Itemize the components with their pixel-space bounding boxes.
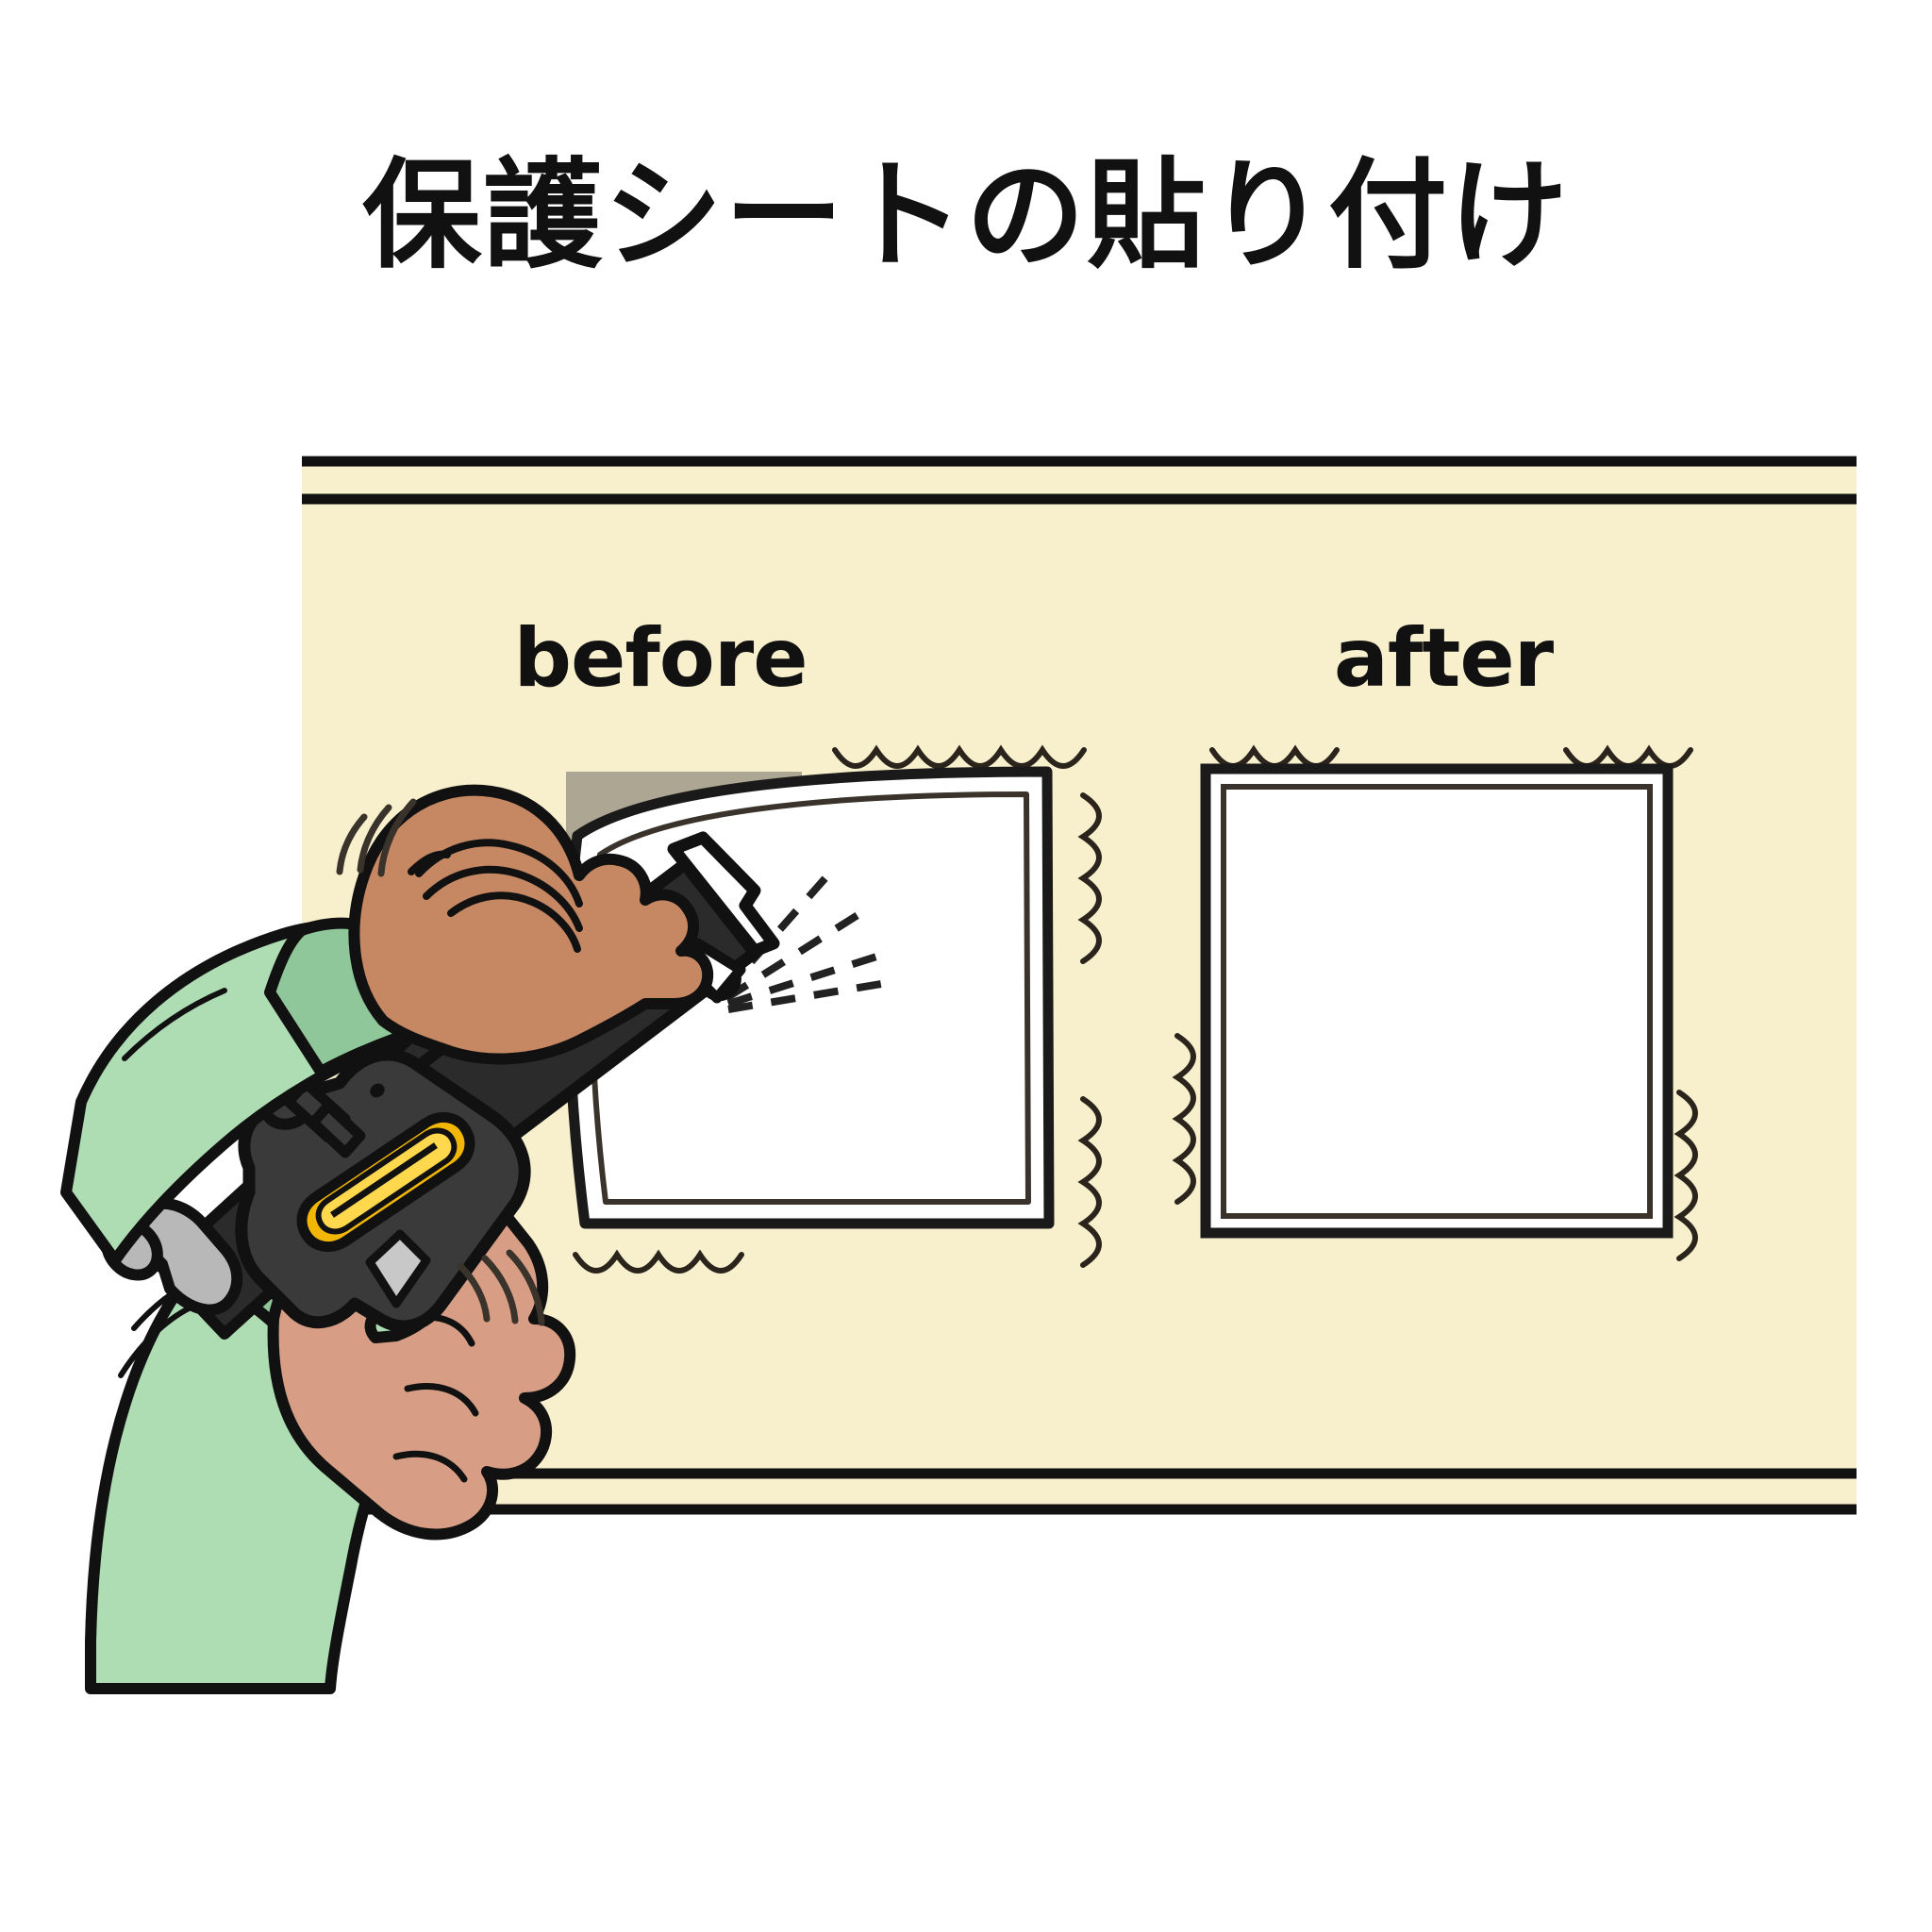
spray-gun bbox=[101, 831, 780, 1340]
gun-label-stripe bbox=[330, 1142, 438, 1218]
sleeve-fold-line bbox=[118, 1303, 197, 1378]
gun-nozzle-cone bbox=[667, 831, 780, 958]
before-sparkle-icons bbox=[573, 744, 1102, 1274]
gun-vent-hole bbox=[370, 1083, 385, 1098]
finger-crease bbox=[404, 1383, 479, 1417]
spray-dashes-icon bbox=[720, 870, 899, 1013]
knuckle-crease bbox=[447, 891, 581, 953]
sparkle-wave-icon bbox=[1674, 1090, 1698, 1261]
page-title: 保護シートの貼り付け bbox=[362, 146, 1570, 285]
knuckle-crease bbox=[423, 865, 583, 932]
gun-trigger bbox=[365, 1229, 431, 1308]
sparkle-wave-icon bbox=[1077, 792, 1102, 964]
sparkle-wave-icon bbox=[1077, 1096, 1102, 1268]
upper-hand bbox=[348, 784, 714, 1065]
sparkle-wave-icon bbox=[1172, 1033, 1196, 1205]
gun-label-plate bbox=[296, 1111, 475, 1253]
sparkle-wave-icon bbox=[832, 744, 1087, 769]
after-protective-sheet bbox=[1200, 763, 1674, 1239]
finger-crease bbox=[392, 1450, 468, 1483]
after-label: after bbox=[1334, 611, 1555, 706]
sparkle-wave-icon bbox=[573, 1249, 744, 1274]
motion-lines-icon bbox=[336, 798, 545, 1326]
after-sheet-inner-border bbox=[1221, 784, 1653, 1219]
thumb-crease bbox=[408, 850, 451, 875]
before-label: before bbox=[513, 611, 807, 706]
sleeve-fold-line bbox=[122, 988, 227, 1061]
